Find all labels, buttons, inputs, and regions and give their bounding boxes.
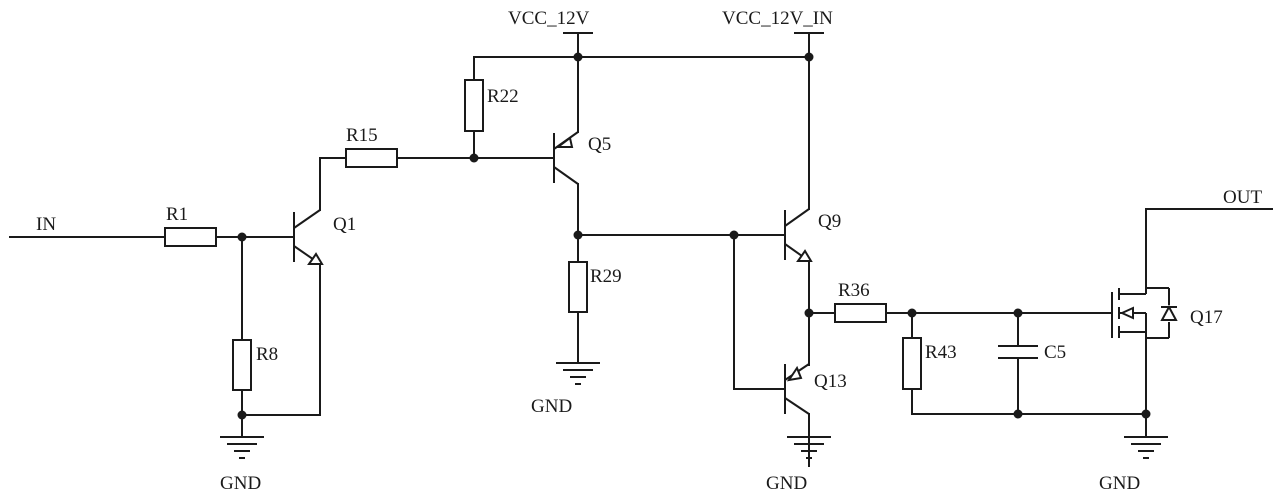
label-q1: Q1 bbox=[333, 214, 356, 235]
resistor-r15 bbox=[345, 148, 398, 168]
label-r15: R15 bbox=[346, 125, 378, 146]
label-r29: R29 bbox=[590, 266, 622, 287]
label-out: OUT bbox=[1223, 187, 1262, 208]
label-r1: R1 bbox=[166, 204, 188, 225]
capacitor-c5 bbox=[998, 312, 1038, 415]
resistor-r1 bbox=[164, 227, 217, 247]
resistor-r36 bbox=[834, 303, 887, 323]
label-r8: R8 bbox=[256, 344, 278, 365]
resistor-r29 bbox=[568, 261, 588, 313]
resistor-r43 bbox=[902, 337, 922, 390]
transistor-q5 bbox=[553, 131, 579, 185]
label-r36: R36 bbox=[838, 280, 870, 301]
label-gnd-right: GND bbox=[1099, 473, 1140, 494]
label-q17: Q17 bbox=[1190, 307, 1223, 328]
ground-symbol-right bbox=[1124, 436, 1168, 459]
label-gnd-r29: GND bbox=[531, 396, 572, 417]
transistor-q9 bbox=[784, 208, 813, 262]
label-q9: Q9 bbox=[818, 211, 841, 232]
label-in: IN bbox=[36, 214, 56, 235]
label-vcc-12v-in: VCC_12V_IN bbox=[722, 8, 833, 29]
label-gnd-q13: GND bbox=[766, 473, 807, 494]
junction-dots bbox=[237, 52, 1151, 420]
label-gnd-left: GND bbox=[220, 473, 261, 494]
label-q5: Q5 bbox=[588, 134, 611, 155]
mosfet-q17 bbox=[1111, 287, 1178, 339]
resistor-r22 bbox=[464, 79, 484, 132]
transistor-q1 bbox=[293, 209, 324, 265]
label-c5: C5 bbox=[1044, 342, 1066, 363]
ground-symbol-left bbox=[220, 436, 264, 459]
label-q13: Q13 bbox=[814, 371, 847, 392]
resistor-r8 bbox=[232, 339, 252, 391]
label-r22: R22 bbox=[487, 86, 519, 107]
label-r43: R43 bbox=[925, 342, 957, 363]
ground-symbol-r29 bbox=[556, 362, 600, 385]
ground-symbol-q13 bbox=[787, 436, 831, 467]
transistor-q13 bbox=[784, 363, 810, 415]
label-vcc-12v: VCC_12V bbox=[508, 8, 590, 29]
